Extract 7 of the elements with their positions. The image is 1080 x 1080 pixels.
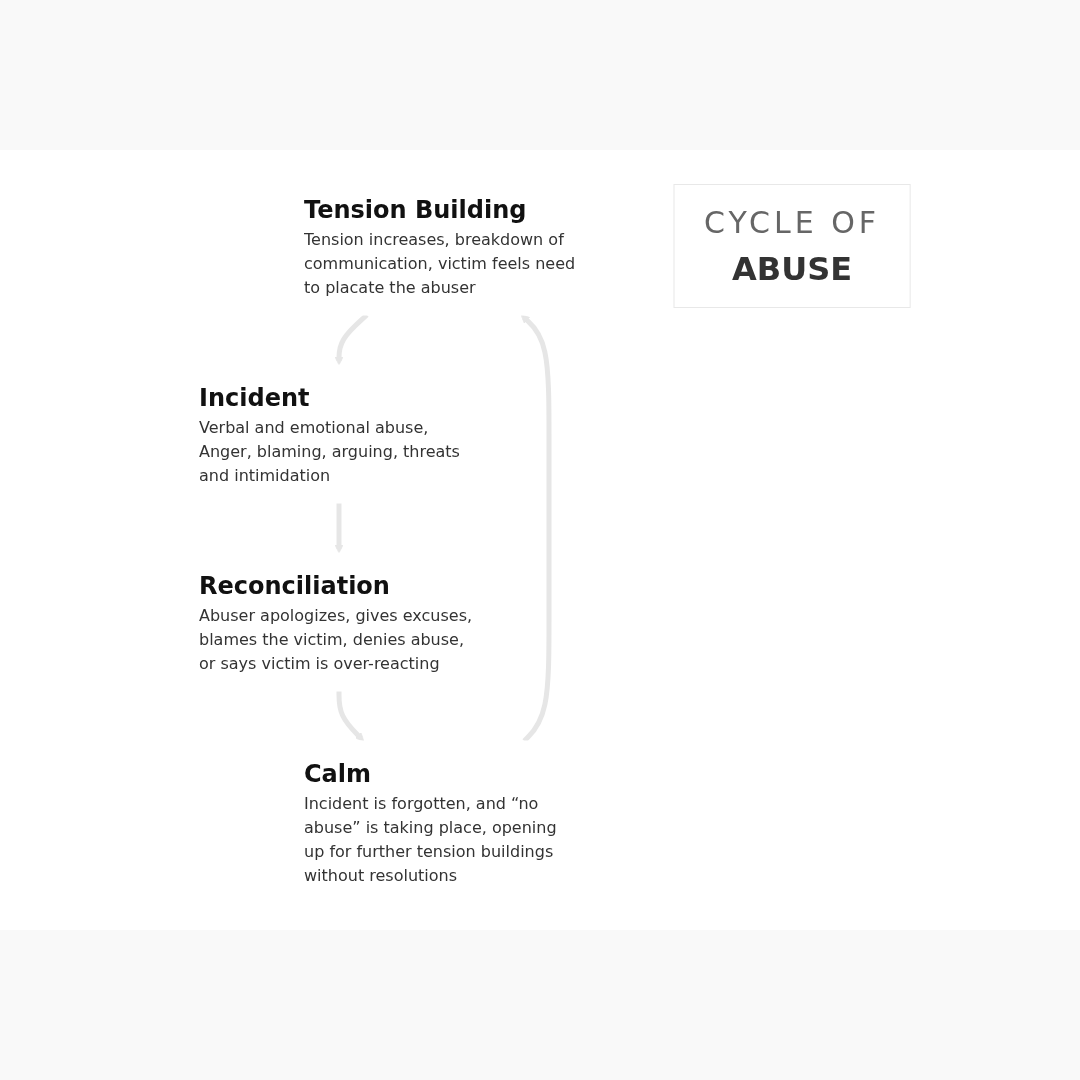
arrow [335,503,344,554]
arrow [521,314,552,743]
node-text: Reconciliation Abuser apologizes, gives excuses, blames the victim, denies abuse, or says victim is over-reacting [199,572,473,673]
node-text: Calm Incident is forgotten, and “no abuse” is taking place, opening up for further tension buildings without resolutions [304,760,558,885]
node-text: Incident Verbal and emotional abuse, Anger, blaming, arguing, threats and intimidation [199,384,461,485]
node-text: Tension Building Tension increases, breakdown of communication, victim feels need to placate the abuser [304,196,576,297]
arrow [336,691,365,742]
